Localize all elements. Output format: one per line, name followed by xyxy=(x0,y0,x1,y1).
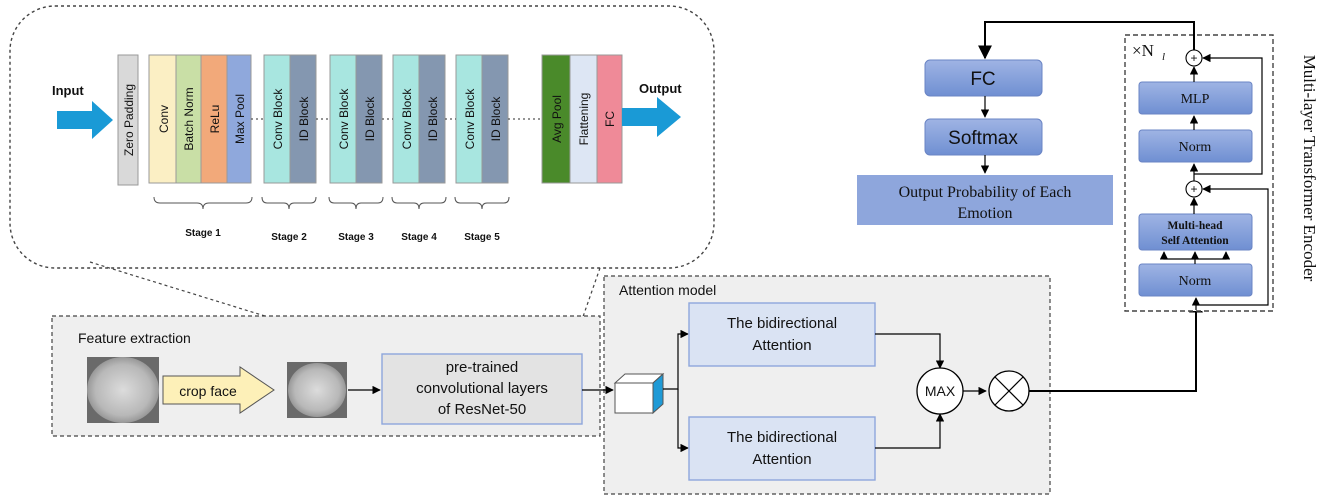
norm-bottom-label: Norm xyxy=(1179,274,1212,289)
bidirectional-attention-top-line-2: Attention xyxy=(752,337,811,354)
output-probability-box xyxy=(857,175,1113,225)
stage-5-label: Stage 5 xyxy=(464,232,500,243)
feature-extraction-panel: Feature extraction crop face pre-trained… xyxy=(51,315,601,437)
id-block-label: ID Block xyxy=(363,96,377,142)
conv-block-label: Conv Block xyxy=(463,88,477,150)
attention-model-panel: Attention model The bidirectional Attent… xyxy=(582,275,1051,495)
cropped-face-shape xyxy=(288,363,346,417)
mhsa-block xyxy=(1138,213,1253,251)
crop-face-arrow xyxy=(162,366,275,414)
max-label: MAX xyxy=(925,383,956,399)
output-probability-line-2: Emotion xyxy=(957,205,1012,222)
multiply-node xyxy=(988,370,1030,412)
repeat-subscript: l xyxy=(1162,51,1165,63)
norm-block-top xyxy=(1138,129,1253,163)
encoder-side-title: Multi-layer Transformer Encoder xyxy=(1300,55,1319,282)
id-block-label: ID Block xyxy=(426,96,440,142)
fc-head-block xyxy=(924,59,1043,97)
mhsa-line-1: Multi-head xyxy=(1168,220,1224,232)
input-face-shape xyxy=(87,357,159,423)
input-arrow xyxy=(57,101,113,139)
conv-label: Conv xyxy=(157,105,171,133)
bidirectional-attention-bottom-line-1: The bidirectional xyxy=(727,429,837,446)
batchnorm-label: Batch Norm xyxy=(182,87,196,150)
zero-padding-label: Zero Padding xyxy=(122,84,136,156)
stage-5-blocks: Conv Block ID Block xyxy=(455,54,509,184)
tensor-to-attention-1-arrow xyxy=(663,329,689,390)
encoder-internal-arrows xyxy=(1159,53,1269,310)
stage-3-label: Stage 3 xyxy=(338,232,374,243)
conv-block-label: Conv Block xyxy=(337,88,351,150)
stage-4-label: Stage 4 xyxy=(401,232,437,243)
pretrained-line-3: of ResNet-50 xyxy=(438,401,526,418)
relu-block xyxy=(200,54,228,184)
tensor-to-attention-2-arrow xyxy=(677,389,689,453)
norm-top-label: Norm xyxy=(1179,140,1212,155)
flattening-label: Flattening xyxy=(577,93,591,146)
bidirectional-attention-top-line-1: The bidirectional xyxy=(727,315,837,332)
id-block-label: ID Block xyxy=(489,96,503,142)
stage-2-label: Stage 2 xyxy=(271,232,307,243)
pretrained-line-1: pre-trained xyxy=(446,359,519,376)
encoder-to-fc-arrow xyxy=(978,21,1195,60)
maxpool-label: Max Pool xyxy=(233,94,247,144)
bidirectional-attention-bottom-line-2: Attention xyxy=(752,451,811,468)
pretrained-resnet-box xyxy=(381,353,583,425)
stage-4-blocks: Conv Block ID Block xyxy=(392,54,446,184)
fc-block xyxy=(596,54,623,184)
stage-2-blocks: Conv Block ID Block xyxy=(263,54,317,184)
output-probability-line-1: Output Probability of Each xyxy=(899,184,1072,201)
fc-head-label: FC xyxy=(970,69,995,90)
conv-block-label: Conv Block xyxy=(400,88,414,150)
feature-extraction-title: Feature extraction xyxy=(78,330,191,346)
attention-model-title: Attention model xyxy=(619,282,716,298)
feature-tensor-cube xyxy=(613,372,665,415)
avgpool-label: Avg Pool xyxy=(550,95,564,143)
bidirectional-attention-top xyxy=(688,302,876,367)
softmax-label: Softmax xyxy=(948,128,1018,149)
pretrained-line-2: convolutional layers xyxy=(416,380,548,397)
stage-braces xyxy=(153,196,510,210)
crop-face-label: crop face xyxy=(179,383,237,399)
input-label: Input xyxy=(52,83,84,98)
resnet-detail-panel: Input Zero Padding Conv Batch Norm ReLu … xyxy=(9,5,715,355)
relu-label: ReLu xyxy=(208,105,222,134)
transformer-encoder: ×N l Norm Multi-head Self Attention Norm… xyxy=(1124,34,1274,312)
conv-block-label: Conv Block xyxy=(271,88,285,150)
stage-3-blocks: Conv Block ID Block xyxy=(329,54,383,184)
attention-top-to-max-arrow xyxy=(875,333,945,369)
zero-padding-block xyxy=(117,54,139,186)
output-head: FC Softmax Output Probability of Each Em… xyxy=(857,59,1113,225)
attention-bottom-to-max-arrow xyxy=(875,413,945,449)
mhsa-line-2: Self Attention xyxy=(1161,235,1229,247)
batchnorm-block xyxy=(175,54,202,184)
mlp-block xyxy=(1138,81,1253,115)
plus-upper-label: + xyxy=(1190,51,1197,65)
output-arrow xyxy=(622,97,681,137)
softmax-block xyxy=(924,118,1043,156)
plus-lower-label: + xyxy=(1190,182,1197,196)
mlp-label: MLP xyxy=(1181,92,1210,107)
bidirectional-attention-bottom xyxy=(688,416,876,481)
maxpool-block xyxy=(226,54,252,184)
id-block-label: ID Block xyxy=(297,96,311,142)
output-label: Output xyxy=(639,81,682,96)
stage-1-label: Stage 1 xyxy=(185,228,221,239)
repeat-label: ×N xyxy=(1132,41,1154,60)
multiply-to-encoder-arrow xyxy=(1029,298,1203,392)
fc-label: FC xyxy=(603,111,617,127)
